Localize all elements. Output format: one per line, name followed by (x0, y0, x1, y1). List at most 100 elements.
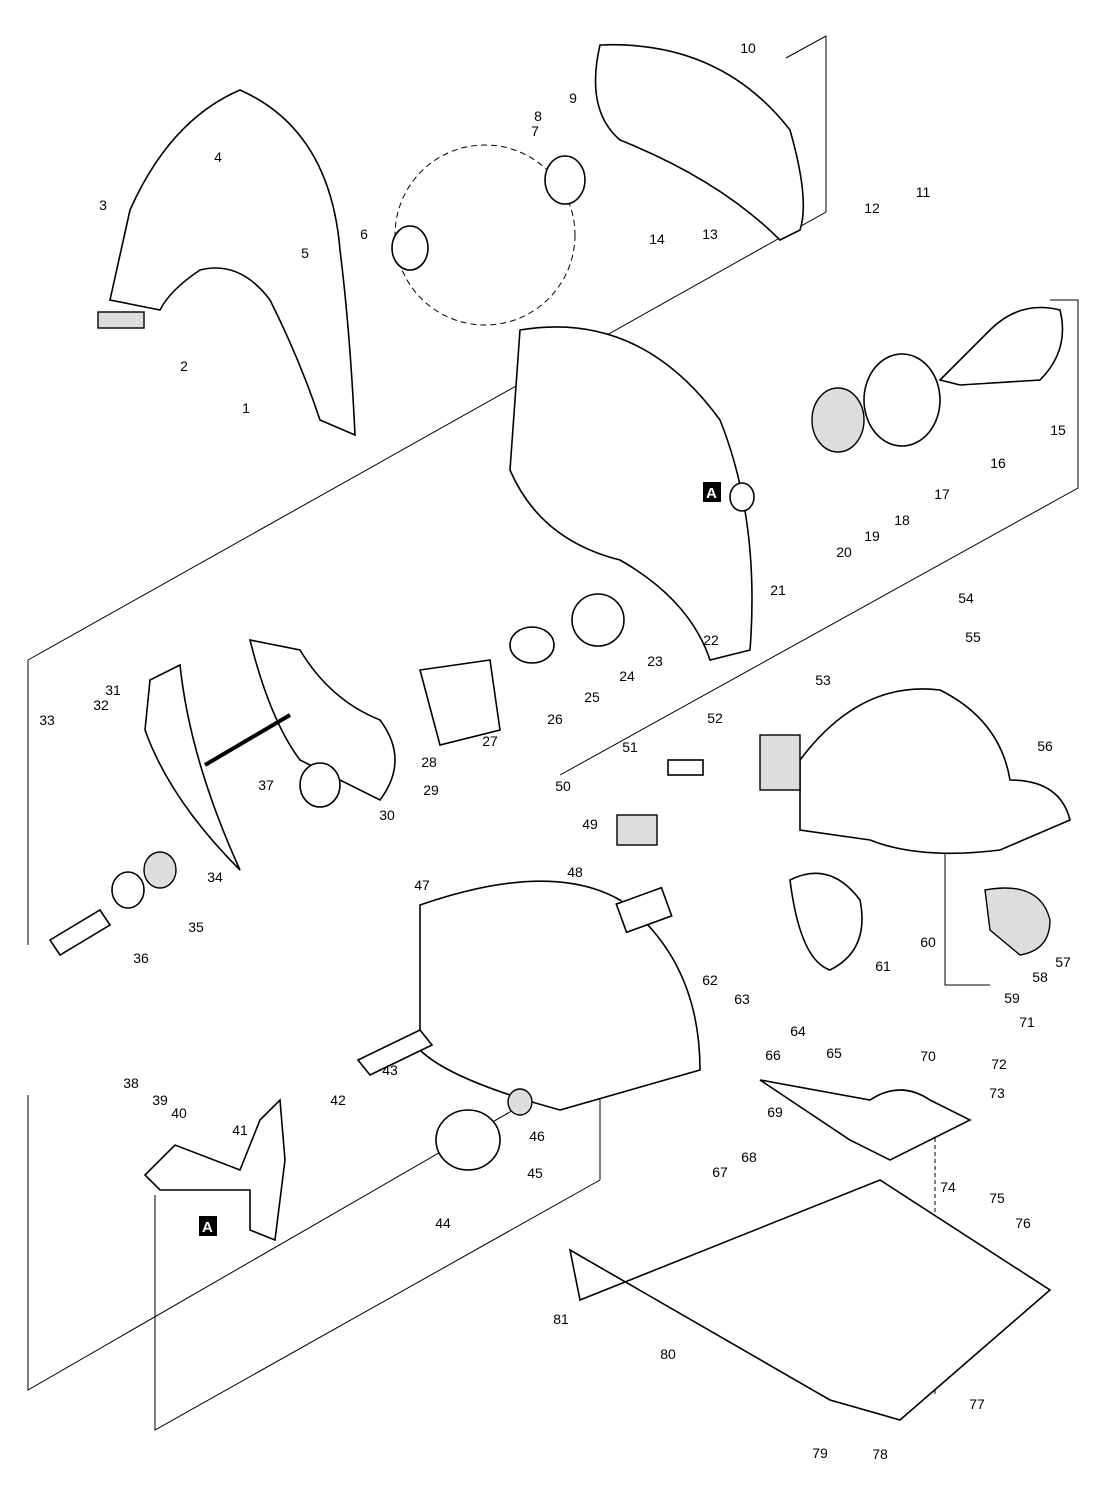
part-number-label: 37 (258, 777, 274, 793)
part-number-label: 42 (330, 1092, 346, 1108)
shaft (48, 908, 112, 957)
pin (356, 1029, 434, 1076)
part-number-label: 39 (152, 1092, 168, 1108)
part-number-label: 16 (990, 455, 1006, 471)
sleeve (435, 1109, 501, 1171)
parts (48, 43, 1071, 1421)
part-number-label: 15 (1050, 422, 1066, 438)
part-number-label: 3 (99, 197, 107, 213)
part-number-label: 32 (93, 697, 109, 713)
part-number-label: 4 (214, 149, 222, 165)
part-number-label: 40 (171, 1105, 187, 1121)
label-plate (97, 311, 145, 329)
part-number-label: 34 (207, 869, 223, 885)
baffle-plate (863, 353, 941, 447)
part-number-label: 68 (741, 1149, 757, 1165)
part-number-label: 65 (826, 1045, 842, 1061)
part-number-label: 22 (703, 632, 719, 648)
part-number-label: 24 (619, 668, 635, 684)
part-number-label: 71 (1019, 1014, 1035, 1030)
part-number-label: 51 (622, 739, 638, 755)
part-number-label: 54 (958, 590, 974, 606)
part-number-label: 6 (360, 226, 368, 242)
part-number-label: 1 (242, 400, 250, 416)
part-number-label: 8 (534, 108, 542, 124)
part-number-label: 43 (382, 1062, 398, 1078)
part-number-label: 53 (815, 672, 831, 688)
part-number-label: 26 (547, 711, 563, 727)
part-number-label: 73 (989, 1085, 1005, 1101)
part-number-label: 7 (531, 123, 539, 139)
part-number-label: 20 (836, 544, 852, 560)
bolt-shaft (203, 713, 292, 767)
inner-flange (544, 155, 586, 205)
reference-marker-text: A (202, 1219, 213, 1236)
part-number-label: 25 (584, 689, 600, 705)
part-number-label: 23 (647, 653, 663, 669)
part-number-label: 28 (421, 754, 437, 770)
part-number-label: 60 (920, 934, 936, 950)
part-number-label: 45 (527, 1165, 543, 1181)
insulation-sheet (615, 886, 673, 934)
part-number-label: 31 (105, 682, 121, 698)
part-number-label: 41 (232, 1122, 248, 1138)
part-number-label: 56 (1037, 738, 1053, 754)
reference-marker-text: A (706, 485, 717, 502)
collar (111, 871, 145, 909)
switch (616, 814, 658, 846)
part-number-label: 70 (920, 1048, 936, 1064)
part-number-label: 27 (482, 733, 498, 749)
part-number-label: 14 (649, 231, 665, 247)
part-number-label: 81 (553, 1311, 569, 1327)
part-number-label: 57 (1055, 954, 1071, 970)
bearing-46 (507, 1088, 533, 1116)
part-number-label: 74 (940, 1179, 956, 1195)
part-number-label: 59 (1004, 990, 1020, 1006)
boundary-upper (27, 35, 827, 945)
blade-guard (109, 89, 356, 437)
part-number-label: 75 (989, 1190, 1005, 1206)
boundary-handle (944, 820, 990, 986)
switch-lever (667, 759, 704, 776)
ring (299, 762, 341, 808)
handle-set (799, 688, 1071, 855)
part-number-label: 2 (180, 358, 188, 374)
bearing-box (509, 626, 555, 664)
seal (571, 593, 625, 647)
part-number-label: 80 (660, 1346, 676, 1362)
bevel-bracket (143, 1098, 286, 1242)
controller (759, 734, 801, 791)
part-number-label: 66 (765, 1047, 781, 1063)
part-number-label: 58 (1032, 969, 1048, 985)
part-number-label: 46 (529, 1128, 545, 1144)
part-number-label: 29 (423, 782, 439, 798)
bearing-retainer (418, 659, 501, 746)
motor-housing (419, 880, 701, 1111)
part-number-label: 33 (39, 712, 55, 728)
part-number-label: 30 (379, 807, 395, 823)
part-number-label: 76 (1015, 1215, 1031, 1231)
boundary-middle (559, 299, 1079, 776)
armature (938, 306, 1064, 386)
part-number-label: 47 (414, 877, 430, 893)
base-plate (568, 1179, 1052, 1421)
safety-cover (594, 43, 805, 241)
brush-holder-cap (789, 872, 863, 971)
part-number-label: 72 (991, 1056, 1007, 1072)
part-number-label: 44 (435, 1215, 451, 1231)
part-number-label: 55 (965, 629, 981, 645)
part-number-label: 10 (740, 40, 756, 56)
gear-housing (509, 326, 753, 661)
part-number-label: 61 (875, 958, 891, 974)
part-number-label: 62 (702, 972, 718, 988)
part-number-label: 9 (569, 90, 577, 106)
part-number-label: 69 (767, 1104, 783, 1120)
part-number-label: 67 (712, 1164, 728, 1180)
blade-case-bracket (248, 638, 396, 802)
part-number-label: 35 (188, 919, 204, 935)
part-number-label: 48 (567, 864, 583, 880)
part-number-label: 18 (894, 512, 910, 528)
boundary-base (154, 1179, 601, 1431)
part-number-label: 21 (770, 582, 786, 598)
bevel-plate (759, 1079, 972, 1161)
